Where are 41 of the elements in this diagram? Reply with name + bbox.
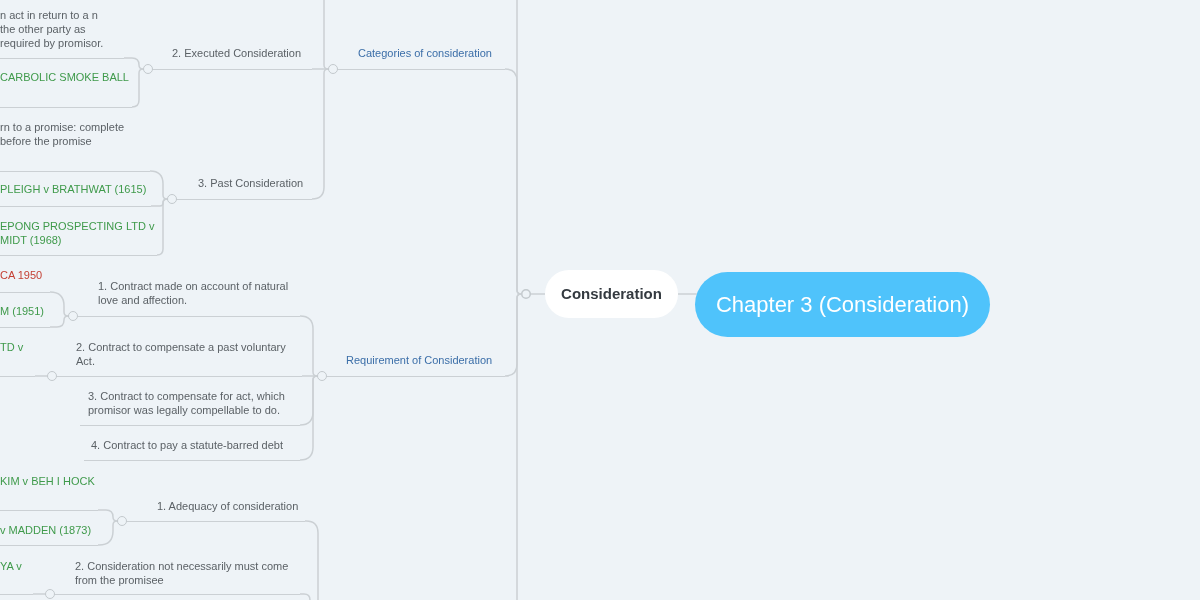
case-citation: v MADDEN (1873) [0,523,92,537]
main-topic-title: Consideration [561,285,662,303]
case-citation: CARBOLIC SMOKE BALL [0,70,129,84]
branch-line [49,291,69,317]
branch-line [516,293,522,600]
case-citation: KIM v BEH I HOCK [0,474,95,488]
branch-title: Requirement of Consideration [346,353,493,367]
branch-line [304,520,319,600]
central-topic-title: Chapter 3 (Consideration) [715,291,970,318]
topic-text: 2. Consideration not necessarily must come from the promisee [75,559,290,587]
branch-line [49,315,69,328]
topic-text: 3. Past Consideration [198,176,304,190]
statute-citation: CA 1950 [0,268,43,282]
case-citation: TD v [0,340,24,354]
branch-line [32,593,46,595]
branch-line [299,375,318,461]
branch-line [131,68,144,108]
topic-text: rn to a promise: complete before the promise [0,120,126,148]
topic-text: 2. Executed Consideration [172,46,302,60]
branch-line [156,198,168,256]
branch-line [123,57,144,70]
branch-line [299,315,318,377]
branch-line [504,68,522,295]
topic-text: n act in return to a n the other party as required by promisor. [0,8,105,50]
branch-line [311,68,329,200]
case-citation: YA v [0,559,22,573]
case-citation: M (1951) [0,304,45,318]
topic-text: 4. Contract to pay a statute-barred debt [91,438,283,452]
branch-title: Categories of consideration [358,46,492,60]
case-citation: PLEIGH v BRATHWAT (1615) [0,182,147,196]
branch-line [299,593,311,600]
topic-text: 2. Contract to compensate a past voluntary Act. [76,340,287,368]
topic-text: 3. Contract to compensate for act, which promisor was legally compellable to do. [88,389,286,417]
branch-line [323,0,329,70]
branch-line [97,509,118,522]
branch-line [97,520,118,546]
topic-text: 1. Contract made on account of natural love and affection. [98,279,290,307]
branch-line [149,170,168,200]
branch-line [34,375,48,377]
case-citation: EPONG PROSPECTING LTD v MIDT (1968) [0,219,156,247]
topic-text: 1. Adequacy of consideration [157,499,299,513]
